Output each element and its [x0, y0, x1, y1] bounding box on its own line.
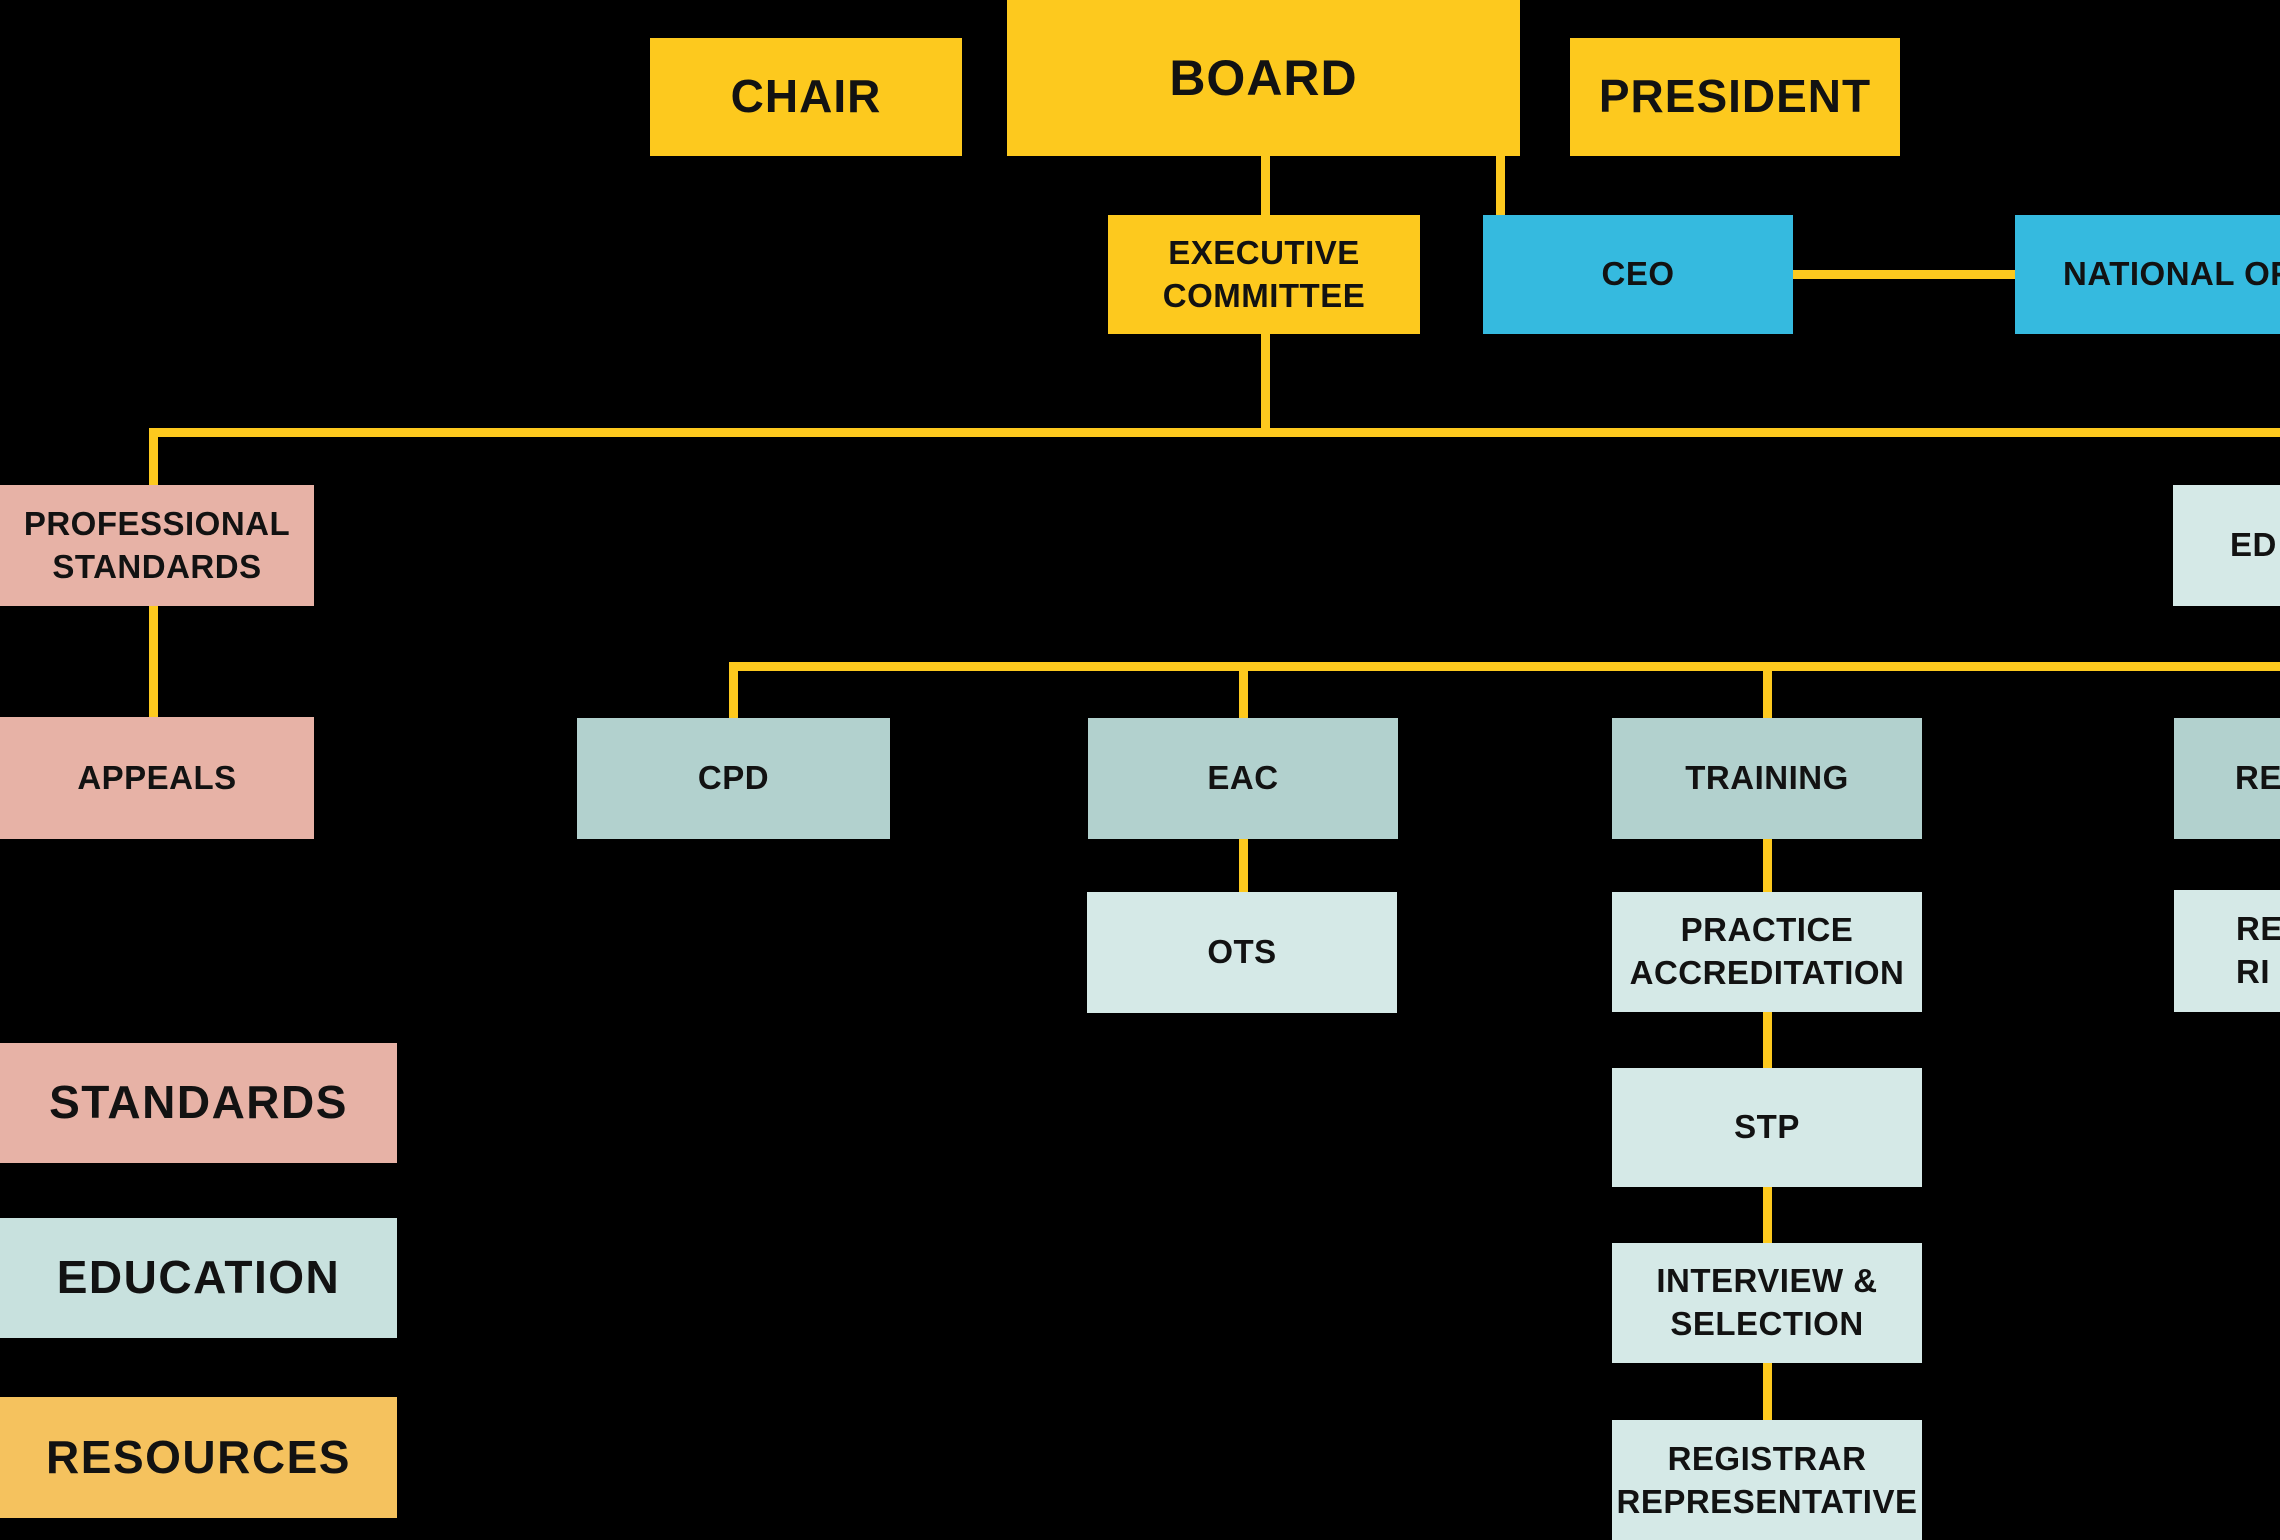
node-ots: OTS	[1087, 892, 1397, 1013]
node-registrar-representative: REGISTRAR REPRESENTATIVE	[1612, 1420, 1922, 1540]
node-professional-standards-label: PROFESSIONAL STANDARDS	[23, 504, 291, 585]
legend-resources-label: RESOURCES	[46, 1430, 351, 1483]
node-practice-accreditation: PRACTICE ACCREDITATION	[1612, 892, 1922, 1012]
legend-education-label: EDUCATION	[56, 1251, 341, 1304]
node-appeals: APPEALS	[0, 717, 314, 839]
node-stp-label: STP	[1734, 1108, 1800, 1146]
node-board-label: BOARD	[1169, 49, 1358, 106]
legend-resources: RESOURCES	[0, 1397, 397, 1518]
node-stp: STP	[1612, 1068, 1922, 1187]
node-interview-selection: INTERVIEW & SELECTION	[1612, 1243, 1922, 1363]
connector-practice-accreditation-stp	[1763, 1012, 1772, 1068]
node-chair: CHAIR	[650, 38, 962, 156]
node-national-office-cutoff: NATIONAL OF	[2015, 215, 2280, 334]
node-training-label: TRAINING	[1685, 759, 1849, 797]
connector-horizontal-level1	[149, 428, 2280, 437]
connector-professional-standards-appeals	[149, 606, 158, 717]
node-board: BOARD	[1007, 0, 1520, 156]
node-re-ri-cutoff: RE RI	[2174, 890, 2280, 1012]
node-president-label: PRESIDENT	[1598, 70, 1872, 123]
node-president: PRESIDENT	[1570, 38, 1900, 156]
connector-interview-registrar-representative	[1763, 1363, 1772, 1420]
connector-level2-eac	[1239, 671, 1248, 718]
node-cpd: CPD	[577, 718, 890, 839]
node-eac: EAC	[1088, 718, 1398, 839]
connector-executive-committee-down	[1261, 334, 1270, 428]
node-training: TRAINING	[1612, 718, 1922, 839]
node-ceo-label: CEO	[1601, 255, 1675, 293]
node-professional-standards: PROFESSIONAL STANDARDS	[0, 485, 314, 606]
node-chair-label: CHAIR	[730, 70, 882, 123]
connector-level2-training	[1763, 671, 1772, 718]
node-interview-selection-label: INTERVIEW & SELECTION	[1656, 1262, 1878, 1342]
node-education-cutoff-label: ED	[2230, 526, 2277, 564]
connector-level2-cpd	[729, 671, 738, 718]
connector-board-executive-committee	[1261, 156, 1270, 215]
connector-training-practice-accreditation	[1763, 839, 1772, 892]
connector-stp-interview-selection	[1763, 1187, 1772, 1243]
node-eac-label: EAC	[1207, 759, 1279, 797]
legend-standards: STANDARDS	[0, 1043, 397, 1163]
connector-horizontal-level2	[729, 662, 2280, 671]
node-re-ri-cutoff-label: RE RI	[2236, 910, 2280, 990]
connector-ceo-national-office	[1793, 270, 2015, 279]
connector-board-ceo	[1496, 156, 1505, 215]
node-cpd-label: CPD	[697, 759, 770, 797]
node-registrar-representative-label: REGISTRAR REPRESENTATIVE	[1616, 1439, 1918, 1520]
node-ceo: CEO	[1483, 215, 1793, 334]
connector-eac-ots	[1239, 839, 1248, 892]
node-national-office-label: NATIONAL OF	[2063, 255, 2280, 293]
connector-level1-professional-standards	[149, 437, 158, 485]
node-ots-label: OTS	[1207, 933, 1277, 971]
node-executive-committee-label: EXECUTIVE COMMITTEE	[1162, 233, 1366, 314]
node-re-cutoff: RE	[2174, 718, 2280, 839]
node-re-cutoff-label: RE	[2235, 759, 2280, 797]
node-practice-accreditation-label: PRACTICE ACCREDITATION	[1629, 911, 1905, 991]
legend-education: EDUCATION	[0, 1218, 397, 1338]
node-appeals-label: APPEALS	[77, 758, 237, 796]
node-education-cutoff: ED	[2173, 485, 2280, 606]
node-executive-committee: EXECUTIVE COMMITTEE	[1108, 215, 1420, 334]
legend-standards-label: STANDARDS	[49, 1076, 348, 1129]
